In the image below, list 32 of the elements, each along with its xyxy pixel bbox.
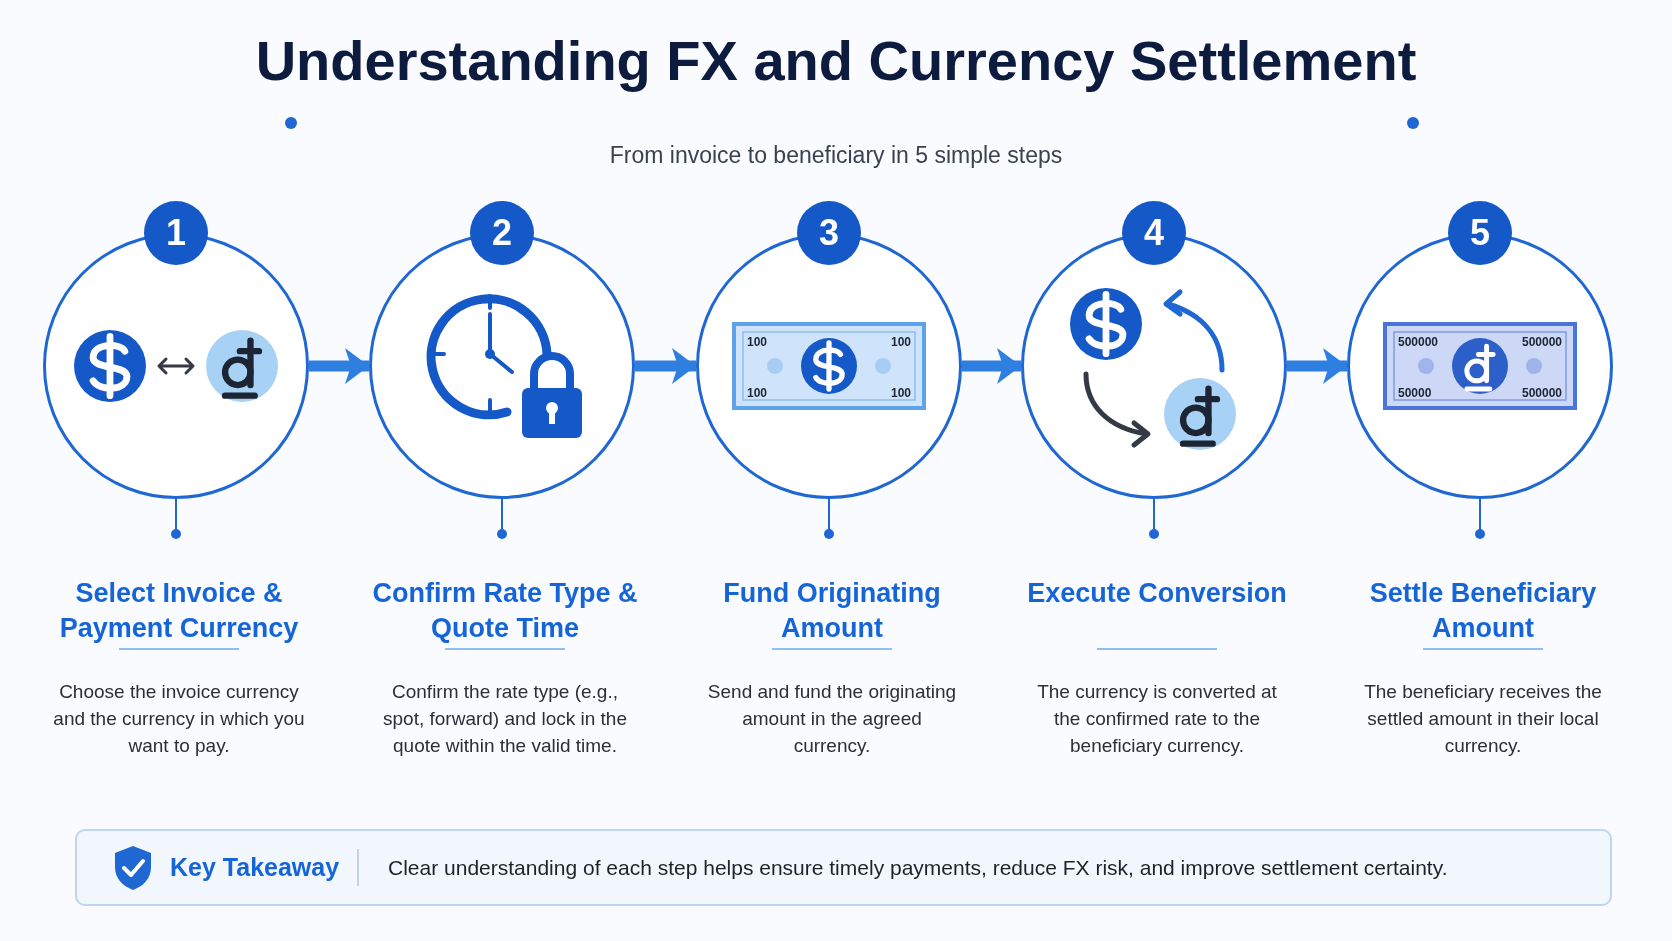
step-heading: Fund Originating Amount [722,577,942,645]
denomination-label: 100 [890,335,911,349]
arrow [962,348,1021,384]
step-description: Choose the invoice currency and the currency in which you want to pay. [52,680,306,758]
denomination-label: 50000 [1398,386,1432,400]
takeaway-panel [75,829,1612,906]
step-number: 3 [797,201,861,265]
arrow [309,348,369,384]
step-description: The beneficiary receives the settled amount in their local currency. [1363,680,1603,758]
step-description: Send and fund the originating amount in the agreed currency. [706,680,958,758]
step-heading: Confirm Rate Type & Quote Time [371,577,639,645]
arrow [1287,348,1347,384]
denomination-label: 500000 [1398,335,1439,349]
step-number: 2 [470,201,534,265]
title: Understanding FX and Currency Settlement [254,28,1418,93]
step-description: Confirm the rate type (e.g., spot, forward) and lock in the quote within the valid time. [382,680,628,758]
step-heading: Settle Beneficiary Amount [1368,577,1598,645]
denomination-label: 500000 [1521,386,1562,400]
step-heading: Select Invoice & Payment Currency [58,577,300,645]
takeaway-heading: Key Takeaway [170,853,340,882]
takeaway-text: Clear understanding of each step helps ensure timely payments, reduce FX risk, and improve settlement certainty. [388,856,1448,880]
step-number: 4 [1122,201,1186,265]
subtitle: From invoice to beneficiary in 5 simple steps [608,142,1064,169]
step-number: 5 [1448,201,1512,265]
step-heading: Execute Conversion [1026,577,1288,610]
denomination-label: 100 [747,335,768,349]
denomination-label: 500000 [1521,335,1562,349]
denomination-label: 100 [890,386,911,400]
step-description: The currency is converted at the confirmed rate to the beneficiary currency. [1036,680,1278,758]
step-number: 1 [144,201,208,265]
denomination-label: 100 [747,386,768,400]
arrow [635,348,696,384]
